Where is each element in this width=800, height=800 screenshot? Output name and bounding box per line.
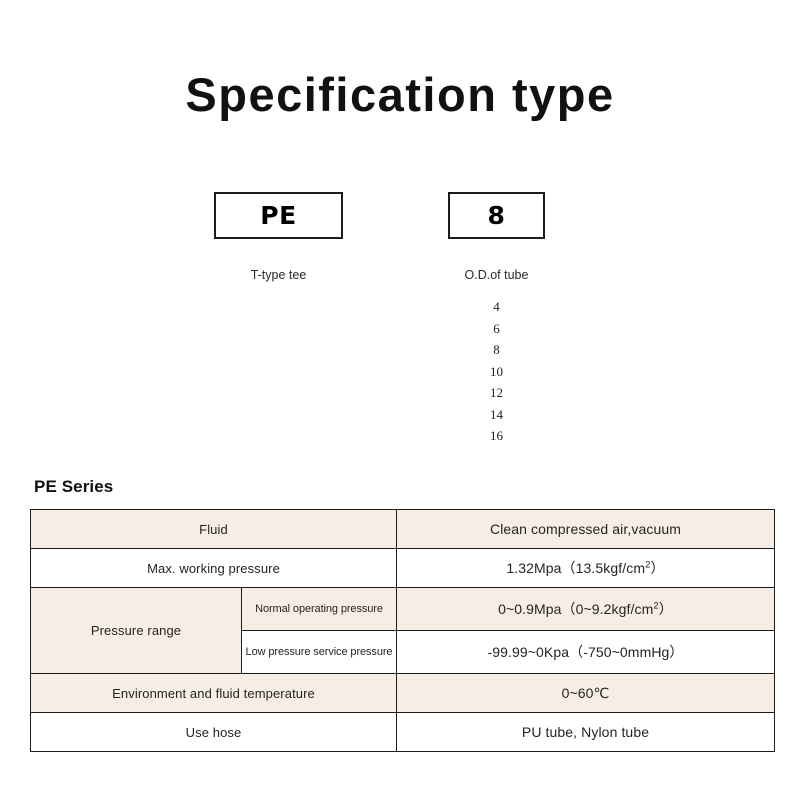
value-tail: ） [650,560,665,576]
code-group-type: PE T-type tee [214,192,343,282]
table-row: Use hose PU tube, Nylon tube [30,712,775,752]
tube-size-option: 10 [490,363,503,379]
spec-label-environment-and-fluid-temperature: Environment and fluid temperature [30,673,397,713]
spec-value-environment-and-fluid-temperature: 0~60℃ [396,673,775,713]
value-superscript: 2 [645,559,651,571]
table-row: Pressure range Normal operating pressure… [30,587,775,674]
tube-size-option: 6 [493,320,500,336]
spec-value-normal-operating-pressure: 0~0.9Mpa（0~9.2kgf/cm2） [396,587,775,631]
spec-label-fluid: Fluid [30,509,397,549]
spec-value-fluid: Clean compressed air,vacuum [396,509,775,549]
page-title: Specification type [185,68,615,121]
spec-label-use-hose: Use hose [30,712,397,752]
tube-size-option: 12 [490,385,503,400]
value-tail: ） [658,601,673,617]
spec-sublabel-low-pressure-service-pressure: Low pressure service pressure [241,630,397,674]
value-main: 1.32Mpa（13.5kgf/cm [506,560,646,576]
spec-value-low-pressure-service-pressure: -99.99~0Kpa（-750~0mmHg） [396,630,775,674]
code-builder: PE T-type tee 8 O.D.of tube [0,192,800,292]
spec-label-pressure-range: Pressure range [30,587,242,674]
tube-size-list: 4 6 8 10 12 14 16 [448,296,545,447]
code-box-type: PE [214,192,343,239]
spec-value-use-hose: PU tube, Nylon tube [396,712,775,752]
code-group-size: 8 O.D.of tube [448,192,545,282]
table-row: Fluid Clean compressed air,vacuum [30,509,775,549]
spec-table: Fluid Clean compressed air,vacuum Max. w… [30,509,775,752]
table-row: Environment and fluid temperature 0~60℃ [30,673,775,713]
value-main: 0~0.9Mpa（0~9.2kgf/cm [498,601,654,617]
spec-sublabel-normal-operating-pressure: Normal operating pressure [241,587,397,631]
tube-size-option: 14 [490,406,503,422]
table-row: Max. working pressure 1.32Mpa（13.5kgf/cm… [30,548,775,588]
tube-size-option: 16 [490,428,503,443]
tube-size-option: 8 [493,342,500,357]
code-caption-size: O.D.of tube [464,268,529,282]
code-box-size: 8 [448,192,545,239]
tube-size-option: 4 [493,299,500,314]
value-superscript: 2 [653,600,659,612]
spec-value-max-working-pressure: 1.32Mpa（13.5kgf/cm2） [396,548,775,588]
code-caption-type: T-type tee [250,268,307,282]
series-heading: PE Series [34,477,114,496]
spec-label-max-working-pressure: Max. working pressure [30,548,397,588]
